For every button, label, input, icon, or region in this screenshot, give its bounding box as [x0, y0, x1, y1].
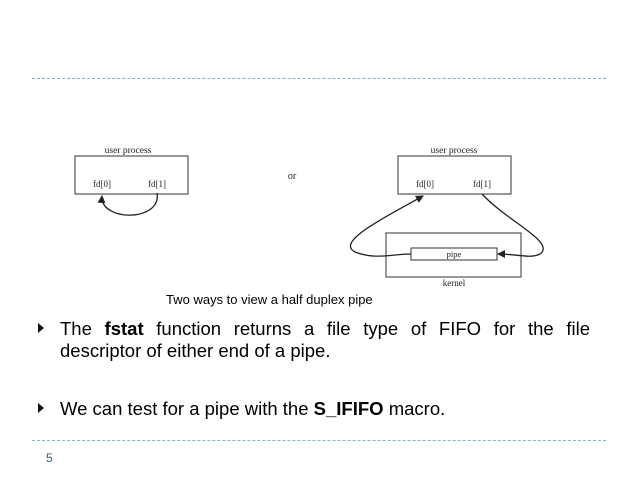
right-user-process: user process fd[0] fd[1]	[397, 146, 512, 195]
left-process-box	[74, 155, 189, 195]
left-loop-arrow	[97, 192, 158, 216]
bullet-s-ififo: We can test for a pipe with the S_IFIFO …	[38, 398, 590, 420]
kernel-box	[385, 232, 522, 278]
bullet-text: We can test for a pipe with the S_IFIFO …	[60, 398, 446, 419]
diagram-caption: Two ways to view a half duplex pipe	[166, 292, 373, 307]
top-divider	[32, 78, 606, 79]
pipe-to-fd0-arrow	[349, 195, 424, 257]
half-duplex-pipe-diagram: user process fd[0] fd[1] or user process…	[74, 146, 544, 288]
bottom-divider	[32, 440, 606, 441]
slide-number: 5	[46, 451, 53, 465]
right-process-title: user process	[431, 146, 478, 156]
kernel-label: kernel	[443, 278, 466, 288]
or-label: or	[288, 171, 297, 182]
right-fd1-label: fd[1]	[473, 179, 491, 189]
bullet-arrow-icon	[38, 323, 44, 333]
bullet-fstat: The fstat function returns a file type o…	[38, 318, 590, 362]
left-user-process: user process fd[0] fd[1]	[74, 146, 189, 216]
left-fd1-label: fd[1]	[148, 179, 166, 189]
right-process-box	[397, 155, 512, 195]
fd1-to-pipe-arrow	[481, 193, 544, 259]
left-process-title: user process	[105, 146, 152, 156]
left-fd0-label: fd[0]	[93, 179, 111, 189]
bullet-arrow-icon	[38, 403, 44, 413]
right-fd0-label: fd[0]	[416, 179, 434, 189]
kernel: pipe kernel	[349, 193, 544, 288]
pipe-label: pipe	[447, 249, 462, 259]
bullet-text: The fstat function returns a file type o…	[60, 318, 590, 361]
